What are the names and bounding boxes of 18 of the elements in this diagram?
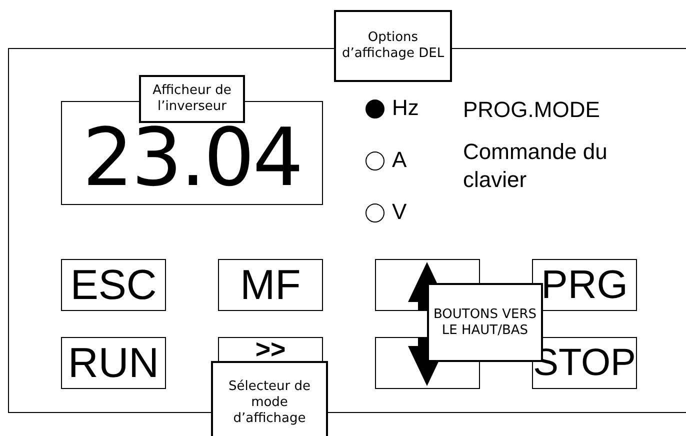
button-label: >> bbox=[254, 338, 287, 360]
control-panel bbox=[8, 48, 686, 413]
unit-label: A bbox=[392, 146, 407, 174]
mode-label: Commande du clavier bbox=[463, 138, 608, 194]
callout-tooltip: Sélecteur de mode d’affichage bbox=[211, 361, 328, 436]
keypad-button bbox=[61, 259, 166, 311]
callout-tooltip: BOUTONS VERS LE HAUT/BAS bbox=[427, 283, 543, 362]
mode-label: PROG.MODE bbox=[463, 96, 600, 124]
button-label: MF bbox=[239, 260, 302, 310]
button-label: PRG bbox=[540, 262, 629, 309]
keypad-button bbox=[218, 259, 323, 311]
button-label: RUN bbox=[67, 338, 160, 388]
unit-label: Hz bbox=[392, 94, 419, 122]
unit-label: V bbox=[392, 198, 407, 226]
button-label: ESC bbox=[69, 260, 158, 310]
callout-tooltip: Afficheur de l’inverseur bbox=[139, 75, 245, 123]
callout-tooltip: Options d’affichage DEL bbox=[334, 10, 452, 82]
inverter-display bbox=[61, 101, 323, 205]
